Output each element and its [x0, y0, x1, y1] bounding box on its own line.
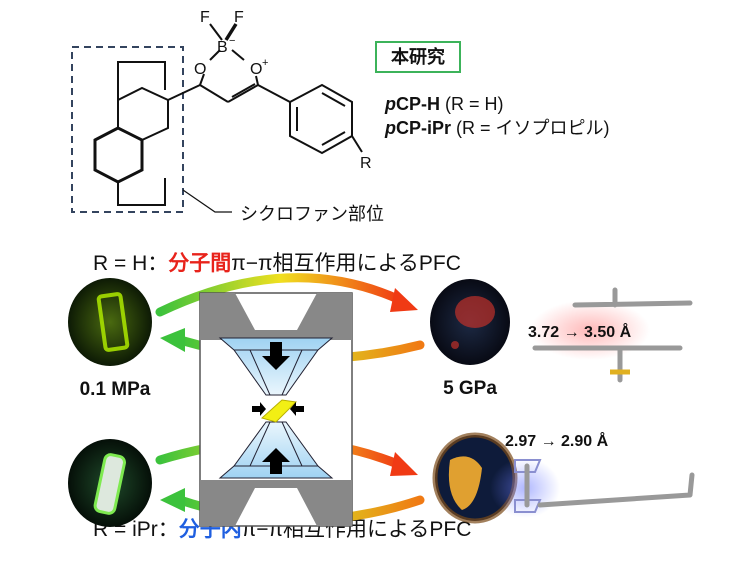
headline-prefix: R = H： [93, 252, 168, 275]
arrow-head [390, 288, 418, 312]
arrow-compress-top [155, 273, 405, 317]
pressure-low-label: 0.1 MPa [80, 379, 151, 400]
compound-name: pCP-H [385, 94, 440, 114]
cyclophane-label: シクロファン部位 [240, 204, 384, 224]
distance-top: 3.72 → 3.50 Å [528, 322, 632, 341]
atom-b-charge: − [229, 35, 235, 47]
compound-pcp-ipr: pCP-iPr(R = イソプロピル) [384, 118, 610, 138]
atom-o2-charge: + [262, 57, 268, 69]
atom-f2: F [234, 9, 244, 26]
cyclophane-dashed-box [71, 46, 184, 213]
compound-prefix: p [384, 118, 396, 138]
arrow-down-icon [262, 342, 290, 370]
arrow-right-icon [252, 402, 266, 416]
compound-name: CP-iPr [396, 118, 451, 138]
diamond-anvil-cell [199, 292, 353, 527]
pressure-high-label: 5 GPa [443, 378, 497, 399]
atom-r: R [360, 155, 372, 172]
compound-note: (R = H) [445, 94, 504, 114]
arrow-head [160, 488, 185, 512]
arrow-left-icon [290, 402, 304, 416]
photo-ph-ambient [68, 278, 152, 366]
atom-labels: F F B − O O + R シクロファン部位 [194, 9, 384, 224]
arrow-head [390, 452, 418, 476]
atom-o2: O [250, 61, 262, 78]
atom-b: B [217, 39, 228, 56]
headline-top: R = H：分子間π−π相互作用によるPFC [93, 252, 461, 275]
arrow-head [160, 328, 185, 352]
study-badge-label: 本研究 [391, 46, 445, 67]
compound-pcp-h: pCP-H(R = H) [385, 94, 504, 115]
compound-note: (R = イソプロピル) [456, 118, 610, 138]
distance-bottom: 2.97 → 2.90 Å [505, 431, 609, 450]
study-badge [375, 41, 461, 73]
atom-o1: O [194, 61, 206, 78]
arrow-up-icon [262, 448, 290, 474]
headline-rest: π−π相互作用によるPFC [231, 252, 461, 275]
atom-f1: F [200, 9, 210, 26]
packing-intramolecular [490, 458, 695, 518]
molecule-structure [71, 23, 363, 213]
packing-intermolecular [530, 287, 693, 383]
headline-highlight: 分子間 [168, 252, 231, 275]
